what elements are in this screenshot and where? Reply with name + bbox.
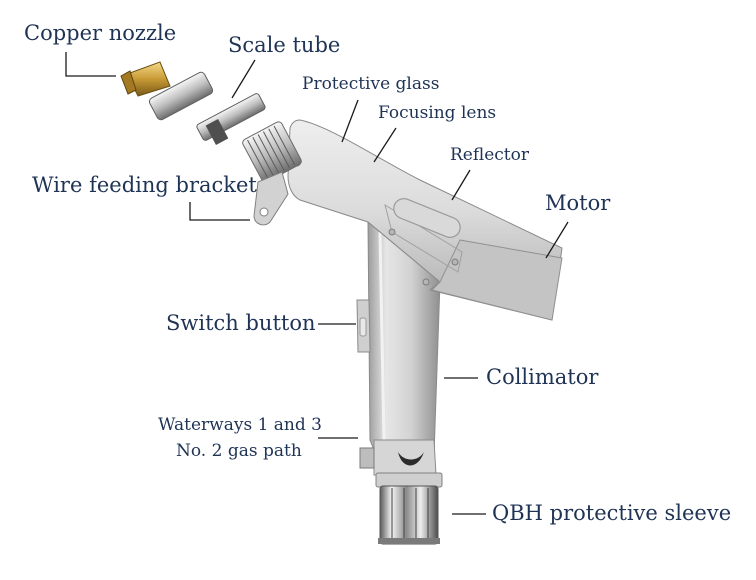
leader-copper-nozzle	[65, 52, 116, 77]
label-scale-tube: Scale tube	[228, 33, 340, 57]
leader-lines	[65, 52, 569, 515]
waterway-notch	[398, 452, 424, 466]
screw	[388, 228, 396, 236]
leader-scale-tube	[231, 59, 256, 99]
motor-housing	[431, 239, 563, 321]
waterway-fitting	[359, 447, 375, 469]
label-focusing-lens: Focusing lens	[378, 103, 496, 123]
label-reflector: Reflector	[450, 145, 530, 165]
leader-protective-glass	[341, 99, 359, 143]
label-motor: Motor	[545, 191, 611, 215]
cover-plate	[384, 203, 463, 273]
label-switch-button: Switch button	[166, 311, 316, 335]
qbh-protective-sleeve	[375, 472, 443, 545]
label-wire-feeding-bracket: Wire feeding bracket	[32, 173, 257, 197]
wire-feeding-bracket	[253, 171, 289, 226]
leader-wire-feeding-bracket	[189, 202, 250, 221]
labels: Copper nozzle Scale tube Protective glas…	[24, 21, 731, 525]
label-qbh-sleeve: QBH protective sleeve	[492, 501, 731, 525]
front-collar	[242, 121, 302, 183]
label-gas-path: No. 2 gas path	[176, 441, 302, 461]
leader-reflector	[451, 169, 471, 201]
label-waterways: Waterways 1 and 3	[158, 415, 322, 435]
screw	[451, 258, 459, 266]
label-copper-nozzle: Copper nozzle	[24, 21, 176, 45]
leader-motor	[545, 221, 569, 259]
screw	[422, 278, 430, 286]
scale-tube	[148, 71, 266, 145]
label-collimator: Collimator	[486, 365, 599, 389]
leader-focusing-lens	[373, 127, 397, 163]
welding-gun	[120, 61, 563, 545]
reflector-window	[393, 198, 461, 238]
handle-collar	[373, 439, 437, 476]
label-protective-glass: Protective glass	[302, 74, 439, 94]
